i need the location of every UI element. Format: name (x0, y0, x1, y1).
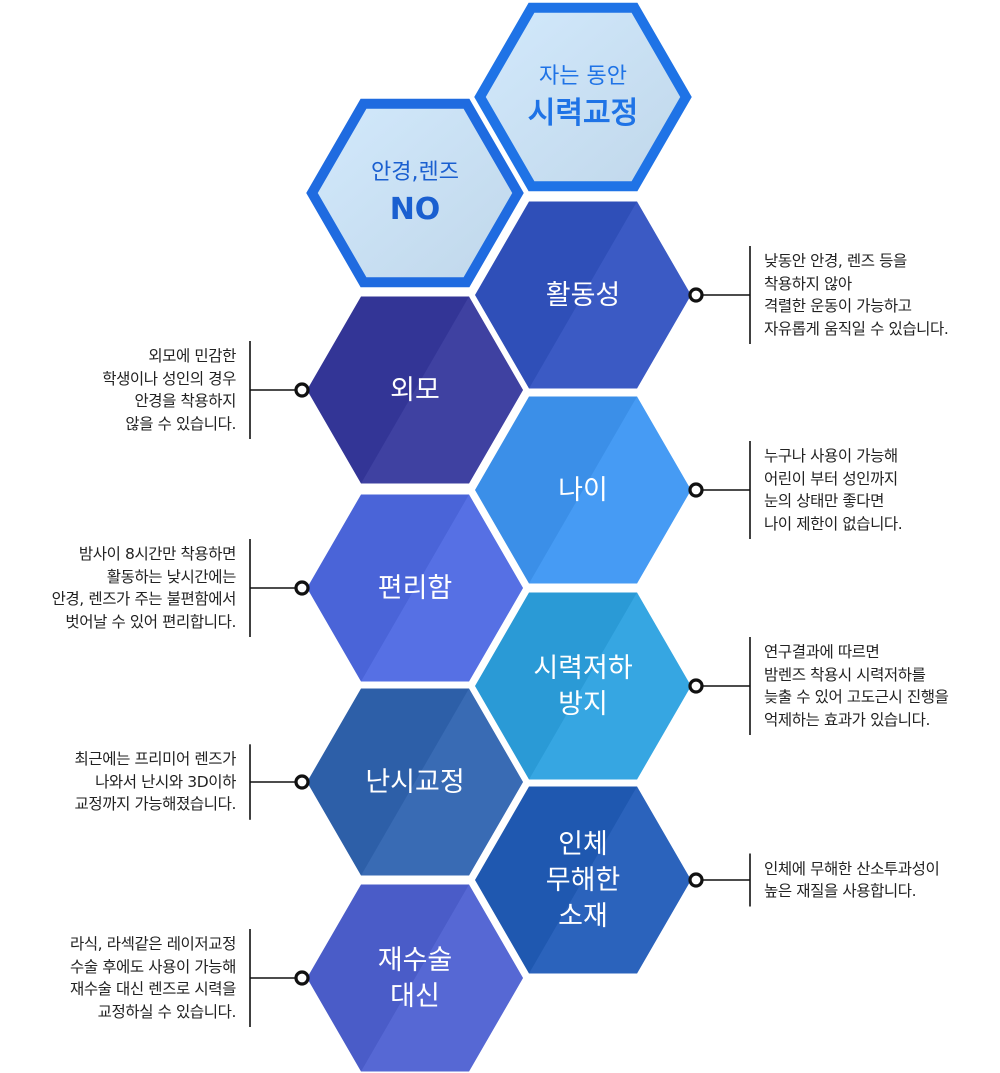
feature-hex-1: 활동성 (475, 201, 691, 389)
feature-label: 소재 (558, 901, 608, 932)
connector-3 (688, 441, 751, 539)
badge-line-2: NO (390, 192, 441, 227)
connector-dot-icon (688, 482, 704, 498)
description-line: 안경, 렌즈가 주는 불편함에서 (51, 590, 237, 608)
description-line: 눈의 상태만 좋다면 (764, 492, 884, 510)
hexagon-facet (361, 296, 523, 484)
description-line: 연구결과에 따르면 (764, 643, 880, 661)
description-line: 착용하지 않아 (764, 274, 852, 293)
description-line: 자유롭게 움직일 수 있습니다. (764, 319, 949, 338)
feature-label: 난시교정 (365, 767, 464, 798)
description-line: 늦출 수 있어 고도근시 진행을 (764, 688, 949, 706)
badge-hex-2: 안경,렌즈 NO (306, 98, 524, 288)
hexagon-facet (529, 592, 691, 780)
badge-line-1: 자는 동안 (539, 64, 627, 89)
feature-label: 무해한 (546, 865, 621, 896)
description-line: 재수술 대신 렌즈로 시력을 (69, 980, 236, 998)
connector-dot-icon (294, 580, 310, 596)
feature-hex-4: 편리함 (307, 494, 523, 682)
description-line: 어린이 부터 성인까지 (764, 469, 898, 488)
feature-label: 방지 (558, 689, 608, 720)
connector-5 (688, 637, 751, 735)
feature-label: 인체 (558, 829, 608, 860)
badge-hexagon-shape (474, 2, 692, 192)
description-line: 높은 재질을 사용합니다. (764, 882, 917, 900)
description-line: 교정하실 수 있습니다. (97, 1002, 237, 1021)
connector-6 (249, 744, 310, 820)
feature-hex-2: 외모 (307, 296, 523, 484)
feature-hex-6: 난시교정 (307, 688, 523, 876)
connector-dot-icon (688, 287, 704, 303)
description-line: 억제하는 효과가 있습니다. (764, 710, 931, 729)
description-line: 활동하는 낮시간에는 (106, 567, 237, 586)
description-line: 나이 제한이 없습니다. (764, 514, 903, 533)
connector-4 (249, 539, 310, 637)
description-line: 벗어날 수 있어 편리합니다. (65, 612, 236, 631)
feature-hex-3: 나이 (475, 396, 691, 584)
description-line: 않을 수 있습니다. (125, 414, 236, 433)
connector-2 (249, 341, 310, 439)
hexagon-facet (361, 688, 523, 876)
description-line: 학생이나 성인의 경우 (102, 369, 236, 388)
feature-label: 재수술 (378, 945, 453, 976)
feature-label: 외모 (390, 375, 440, 406)
description-line: 외모에 민감한 (148, 347, 236, 365)
description-line: 수술 후에도 사용이 가능해 (69, 957, 236, 976)
connector-dot-icon (294, 382, 310, 398)
hexagon-facet (529, 396, 691, 584)
hexagon-facet (361, 494, 523, 682)
description-line: 밤사이 8시간만 착용하면 (78, 545, 237, 563)
description-line: 안경을 착용하지 (134, 392, 236, 410)
description-line: 격렬한 운동이 가능하고 (764, 297, 912, 315)
description-line: 낮동안 안경, 렌즈 등을 (764, 252, 907, 270)
feature-label: 대신 (390, 981, 440, 1012)
badge-line-2: 시력교정 (528, 96, 638, 131)
hexagon-facet (529, 786, 691, 974)
hexagon-facet (361, 884, 523, 1072)
feature-label: 시력저하 (533, 653, 633, 684)
feature-label: 활동성 (546, 280, 621, 311)
description-line: 최근에는 프리미어 렌즈가 (74, 750, 236, 769)
description-line: 인체에 무해한 산소투과성이 (764, 859, 940, 878)
feature-label: 편리함 (378, 573, 453, 604)
description-line: 라식, 라섹같은 레이저교정 (69, 935, 236, 953)
connector-dot-icon (688, 872, 704, 888)
connector-8 (249, 929, 310, 1027)
badge-hexagon-shape (306, 98, 524, 288)
description-line: 밤렌즈 착용시 시력저하를 (764, 665, 926, 684)
description-line: 나와서 난시와 3D이하 (95, 772, 236, 791)
badge-line-1: 안경,렌즈 (371, 160, 459, 185)
connector-7 (688, 853, 751, 907)
feature-label: 나이 (558, 475, 608, 506)
connector-dot-icon (688, 678, 704, 694)
connector-dot-icon (294, 970, 310, 986)
connector-dot-icon (294, 774, 310, 790)
description-line: 누구나 사용이 가능해 (764, 447, 898, 465)
description-line: 교정까지 가능해졌습니다. (74, 795, 236, 814)
hexagon-facet (529, 201, 691, 389)
connector-1 (688, 246, 751, 344)
